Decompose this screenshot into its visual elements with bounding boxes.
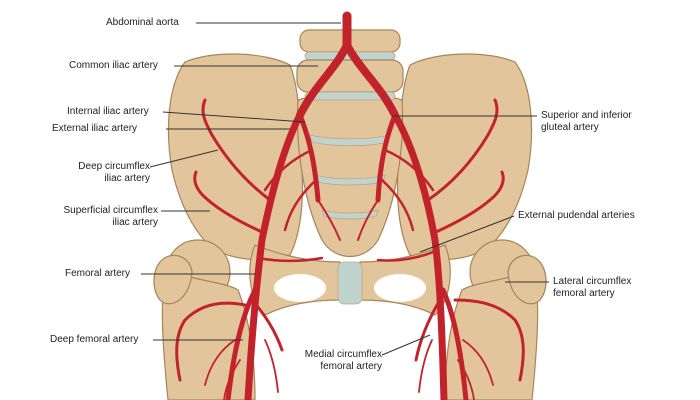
arteries	[175, 11, 525, 400]
left-greater-trochanter	[153, 254, 193, 305]
left-deep-circumflex-iliac	[201, 98, 272, 202]
left-obturator-foramen	[274, 274, 326, 302]
label-gluteal-line1: Superior and inferior	[541, 110, 632, 121]
right-femoral-twigs	[418, 339, 494, 400]
right-superficial-circumflex-iliac	[434, 170, 505, 234]
sacral-ridge-3	[321, 209, 379, 220]
label-gluteal-artery: Superior and inferior gluteal artery	[541, 110, 632, 134]
label-medial-circumflex-line2: femoral artery	[320, 361, 382, 372]
left-external-iliac-femoral	[244, 111, 304, 400]
label-common-iliac-artery: Common iliac artery	[69, 60, 158, 71]
left-superficial-circumflex-iliac	[193, 170, 264, 234]
left-medial-circumflex	[250, 298, 284, 352]
right-lateral-circumflex	[453, 298, 525, 382]
median-sacral-branches	[317, 199, 379, 241]
label-medial-circumflex-femoral-artery: Medial circumflex femoral artery	[282, 349, 382, 373]
right-femur	[444, 269, 539, 400]
left-lateral-circumflex	[175, 301, 247, 382]
right-obturator-foramen	[374, 274, 426, 302]
disc-l5-s1	[304, 91, 396, 101]
label-deep-circumflex-iliac-artery: Deep circumflex iliac artery	[50, 161, 150, 185]
right-deep-femoral	[440, 287, 469, 400]
label-deep-femoral-artery: Deep femoral artery	[50, 334, 139, 345]
pubic-symphysis	[337, 261, 363, 305]
label-deep-circumflex-line1: Deep circumflex	[78, 161, 150, 172]
left-deep-femoral	[225, 287, 258, 400]
pelvis-bones	[153, 29, 547, 400]
right-external-pudendal	[376, 248, 440, 262]
label-lateral-circumflex-line1: Lateral circumflex	[553, 276, 632, 287]
right-common-iliac	[343, 41, 399, 119]
leader-deep-circumflex	[149, 149, 219, 168]
label-medial-circumflex-line1: Medial circumflex	[304, 349, 382, 360]
right-internal-iliac	[375, 112, 398, 203]
label-superficial-circumflex-line1: Superficial circumflex	[63, 205, 158, 216]
right-gluteal-branches	[380, 148, 435, 232]
left-gluteal-branches	[263, 148, 318, 232]
right-medial-circumflex	[414, 298, 442, 362]
label-external-pudendal-arteries: External pudendal arteries	[518, 210, 635, 221]
label-lateral-circumflex-line2: femoral artery	[553, 288, 615, 299]
label-superficial-circumflex-iliac-artery: Superficial circumflex iliac artery	[40, 205, 158, 229]
right-external-iliac-femoral	[391, 111, 448, 400]
left-internal-iliac	[297, 112, 321, 203]
leader-medial-circumflex	[381, 334, 431, 356]
label-femoral-artery: Femoral artery	[65, 268, 131, 279]
right-deep-circumflex-iliac	[426, 98, 499, 202]
label-lateral-circumflex-femoral-artery: Lateral circumflex femoral artery	[553, 276, 631, 300]
left-femoral-twigs	[204, 339, 279, 400]
left-common-iliac	[296, 41, 351, 119]
label-gluteal-line2: gluteal artery	[541, 122, 599, 133]
left-external-pudendal	[256, 256, 324, 263]
label-superficial-circumflex-line2: iliac artery	[112, 217, 158, 228]
label-internal-iliac-artery: Internal iliac artery	[67, 106, 149, 117]
leader-external-pudendal	[419, 215, 515, 253]
leader-lines	[141, 22, 549, 356]
label-external-iliac-artery: External iliac artery	[52, 123, 138, 134]
leader-internal-iliac	[162, 111, 306, 123]
label-deep-circumflex-line2: iliac artery	[104, 173, 150, 184]
label-abdominal-aorta: Abdominal aorta	[106, 17, 179, 28]
